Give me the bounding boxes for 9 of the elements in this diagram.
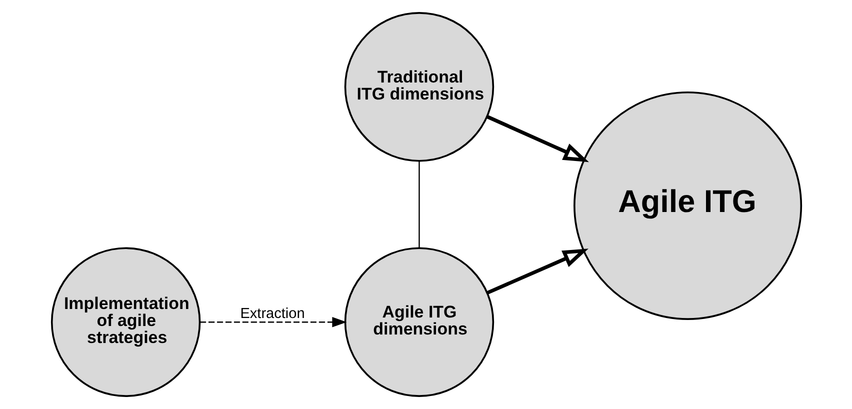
node-circle: Agile ITG bbox=[573, 91, 802, 320]
arrow bbox=[200, 317, 346, 328]
node-circle: Implementation of agile strategies bbox=[50, 247, 200, 397]
node-circle: Agile ITG dimensions bbox=[344, 247, 494, 397]
arrow bbox=[486, 248, 588, 295]
connector bbox=[418, 160, 420, 248]
edge-label: Extraction bbox=[240, 306, 304, 322]
arrow bbox=[486, 115, 588, 162]
node-circle: Traditional ITG dimensions bbox=[344, 12, 494, 162]
